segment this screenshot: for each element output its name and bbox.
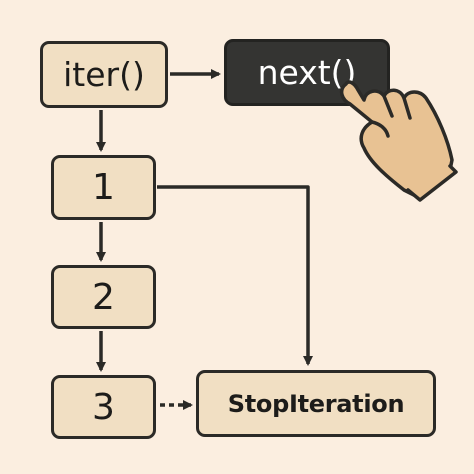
node-value-3-label: 3 [92, 386, 115, 428]
node-stop-iteration-label: StopIteration [227, 389, 405, 418]
node-value-1: 1 [51, 155, 156, 220]
node-next-label: next() [257, 53, 357, 92]
node-value-2: 2 [51, 265, 156, 329]
node-value-2-label: 2 [92, 276, 115, 318]
node-value-1-label: 1 [92, 167, 115, 208]
node-next-button[interactable]: next() [224, 39, 390, 106]
node-iter: iter() [40, 41, 168, 108]
node-iter-label: iter() [63, 55, 145, 94]
node-stop-iteration: StopIteration [196, 370, 436, 437]
node-value-3: 3 [51, 375, 156, 439]
arrow-1-to-stop [157, 185, 313, 366]
